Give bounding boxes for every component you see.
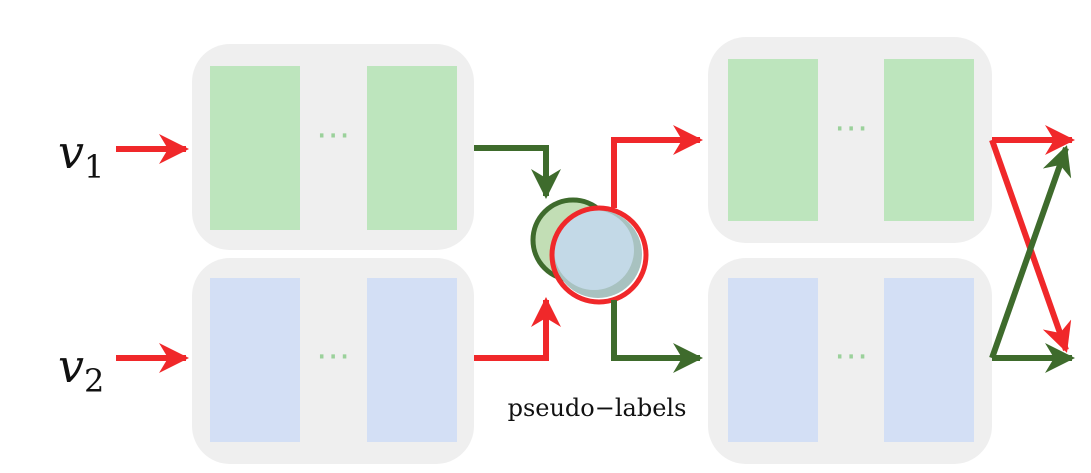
arrow-view2-to-fusion <box>474 297 561 361</box>
svg-text:v1: v1 <box>58 125 104 186</box>
encoder-view1-last-block <box>367 66 457 230</box>
decoder-view1-last-block <box>884 59 974 221</box>
view2-subscript: 2 <box>84 362 104 400</box>
encoder-view1-first-block <box>210 66 300 230</box>
decoder-view2-panel: ⋯ <box>708 258 992 464</box>
fusion-circle-blue <box>554 210 634 290</box>
decoder-view2-last-block <box>884 278 974 442</box>
decoder-view1-ellipsis: ⋯ <box>834 108 868 148</box>
decoder-view2-ellipsis: ⋯ <box>834 336 868 376</box>
arrow-view1-to-fusion <box>474 145 561 199</box>
view1-subscript: 1 <box>84 148 104 186</box>
encoder-view2-panel: ⋯ <box>192 258 474 464</box>
encoder-view2-last-block <box>367 278 457 442</box>
view2-symbol: v <box>58 339 84 393</box>
pseudo-label-fusion-node <box>530 197 649 305</box>
encoder-view2-first-block <box>210 278 300 442</box>
view1-symbol: v <box>58 125 84 179</box>
svg-text:v2: v2 <box>58 339 104 400</box>
fusion-circle-red-ring <box>549 205 649 305</box>
encoder-view2-ellipsis: ⋯ <box>316 336 350 376</box>
input-label-view1: v1 <box>58 125 104 186</box>
arrow-fusion-to-decoder-view2 <box>611 300 703 373</box>
encoder-view1-panel: ⋯ <box>192 44 474 250</box>
decoder-view1-panel: ⋯ <box>708 37 992 243</box>
cross-arrow-green-diagonal <box>989 145 1072 359</box>
arrow-fusion-to-decoder-view1 <box>611 125 703 208</box>
decoder-view1-first-block <box>728 59 818 221</box>
encoder-view1-ellipsis: ⋯ <box>316 115 350 155</box>
input-label-view2: v2 <box>58 339 104 400</box>
decoder-view2-first-block <box>728 278 818 442</box>
pseudo-labels-caption: pseudo−labels <box>508 394 687 422</box>
